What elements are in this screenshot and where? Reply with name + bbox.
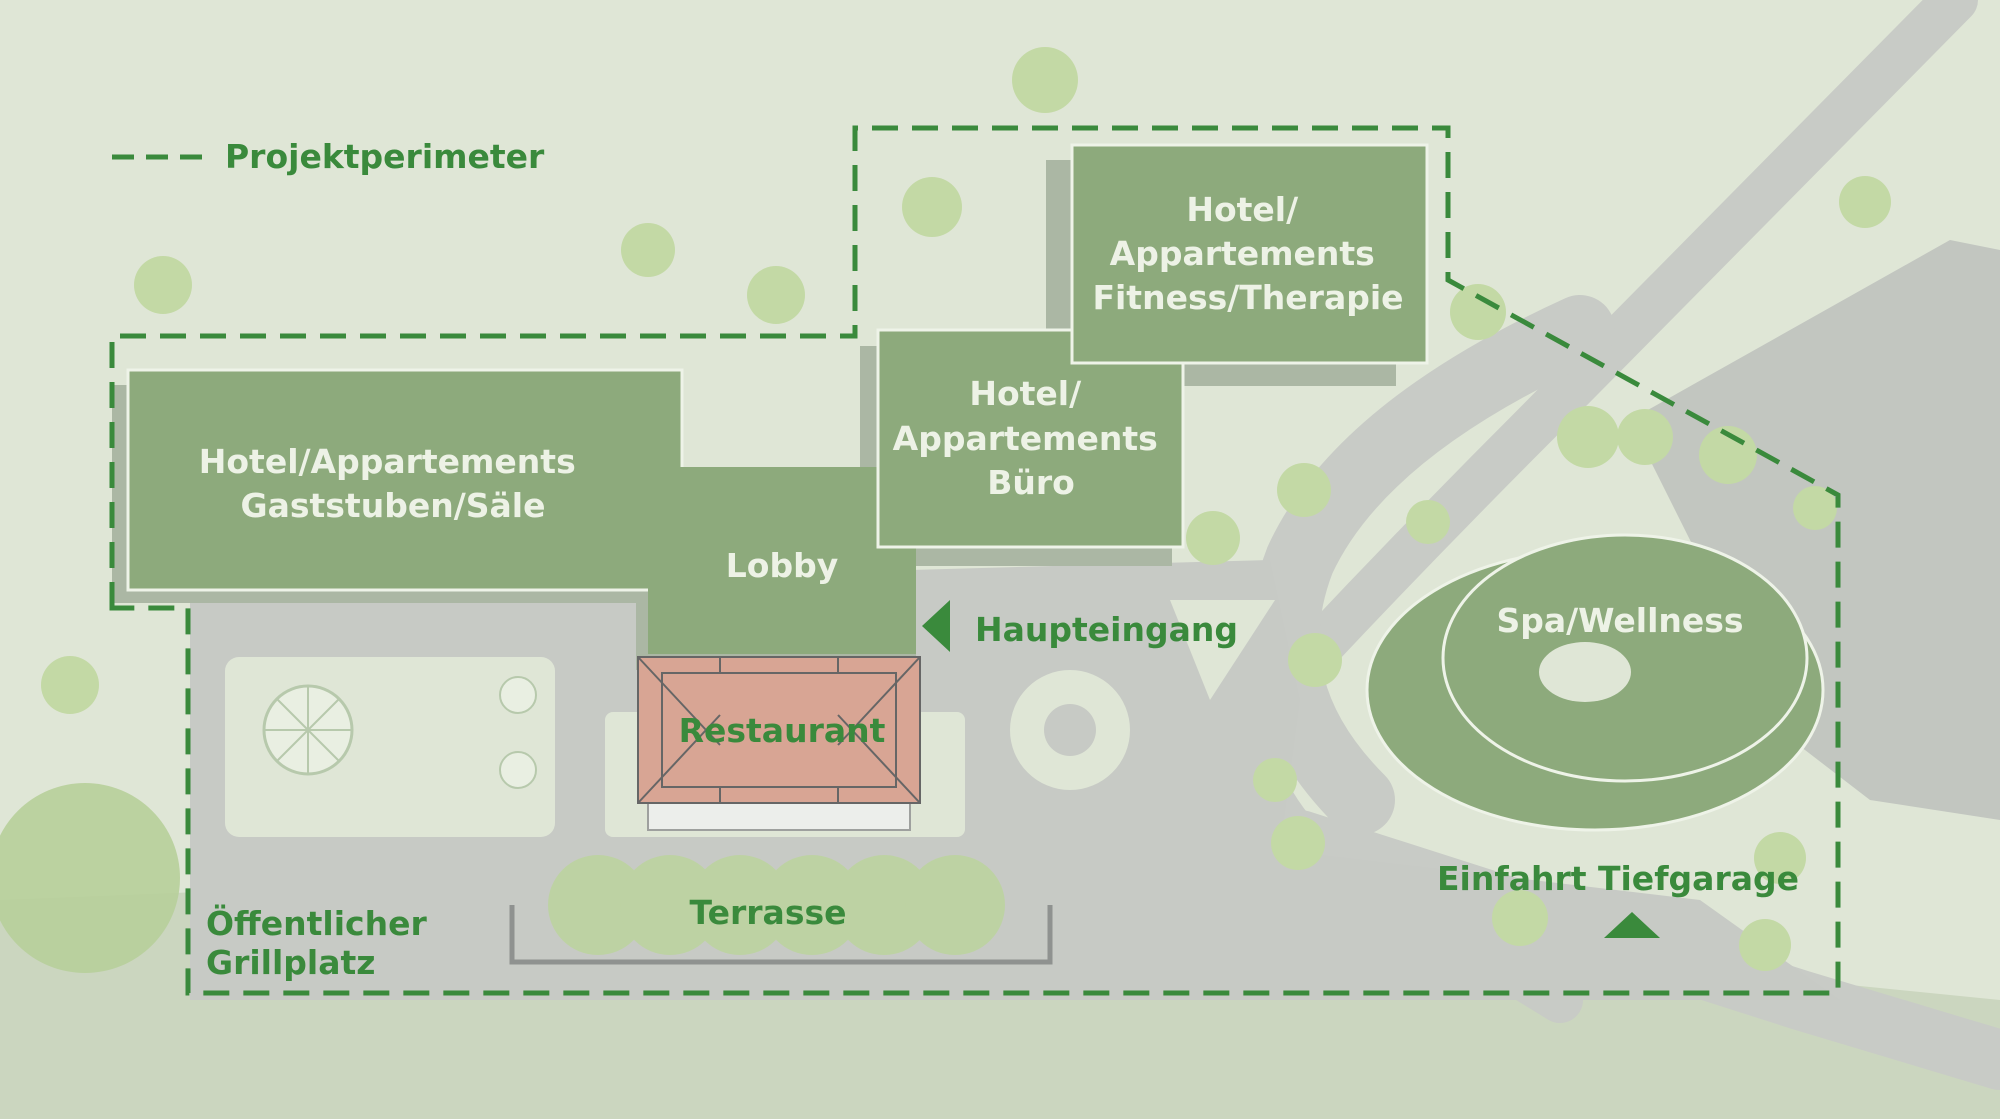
spa-courtyard — [1539, 642, 1631, 702]
tree — [690, 855, 790, 955]
label-tiefgarage: Einfahrt Tiefgarage — [1437, 859, 1799, 898]
garage-arrow-icon — [1604, 912, 1660, 938]
tree — [1277, 463, 1331, 517]
tree — [620, 855, 720, 955]
building-hotel-gaststuben — [126, 368, 684, 592]
label-line: Grillplatz — [206, 943, 375, 982]
label-hotel-gaststuben: Hotel/Appartements Gaststuben/Säle — [199, 442, 587, 525]
label-line: Gaststuben/Säle — [241, 486, 546, 525]
tree — [621, 223, 675, 277]
tree — [1754, 832, 1806, 884]
label-hotel-fitness: Hotel/ Appartements Fitness/Therapie — [1092, 190, 1403, 317]
label-haupteingang: Haupteingang — [975, 610, 1238, 649]
tree — [1492, 890, 1548, 946]
tree — [1406, 500, 1450, 544]
tree — [1617, 409, 1673, 465]
project-perimeter — [109, 125, 1841, 996]
tree — [1557, 406, 1619, 468]
label-restaurant: Restaurant — [679, 711, 886, 750]
terrace-wall — [509, 905, 1053, 965]
label-line: Büro — [987, 463, 1075, 502]
label-line: Fitness/Therapie — [1092, 278, 1403, 317]
terrace-trees — [548, 855, 1005, 955]
label-line: Appartements — [893, 419, 1158, 458]
trees — [0, 47, 1891, 973]
plaza-circle-bottom — [499, 751, 537, 789]
restaurant-roof-lines — [637, 656, 921, 804]
triangle-island — [1170, 600, 1275, 700]
building-lobby — [648, 467, 916, 654]
label-hotel-buero: Hotel/ Appartements Büro — [893, 374, 1170, 502]
tree — [1271, 816, 1325, 870]
tree — [834, 855, 934, 955]
tree — [548, 855, 648, 955]
tree — [41, 656, 99, 714]
label-terrasse: Terrasse — [690, 893, 847, 932]
tree — [747, 266, 805, 324]
label-line: Hotel/Appartements — [199, 442, 576, 481]
tree — [0, 783, 180, 973]
tree — [1288, 633, 1342, 687]
tree — [134, 256, 192, 314]
plaza-circle-top — [499, 676, 537, 714]
label-line: Öffentlicher — [206, 903, 427, 943]
tree — [1839, 176, 1891, 228]
tree — [1253, 758, 1297, 802]
roundabout — [1010, 670, 1130, 790]
tree — [1739, 919, 1791, 971]
tree — [1450, 284, 1506, 340]
label-line: Hotel/ — [1186, 190, 1299, 229]
building-hotel-buero — [876, 328, 1185, 549]
label-line: Hotel/ — [969, 374, 1082, 413]
entrance-arrow-icon — [922, 600, 950, 652]
label-lobby: Lobby — [726, 546, 838, 585]
label-line: Appartements — [1110, 234, 1375, 273]
road-curve — [1249, 295, 1615, 835]
building-restaurant — [637, 656, 921, 804]
label-grillplatz: Öffentlicher Grillplatz — [206, 903, 438, 982]
tree — [902, 177, 962, 237]
building-hotel-fitness — [1070, 143, 1429, 365]
tree — [762, 855, 862, 955]
label-spa: Spa/Wellness — [1496, 601, 1743, 640]
legend-label: Projektperimeter — [225, 137, 545, 176]
tree — [1793, 486, 1837, 530]
tree — [1012, 47, 1078, 113]
tree — [1186, 511, 1240, 565]
tree — [905, 855, 1005, 955]
fountain-spokes — [264, 686, 352, 774]
